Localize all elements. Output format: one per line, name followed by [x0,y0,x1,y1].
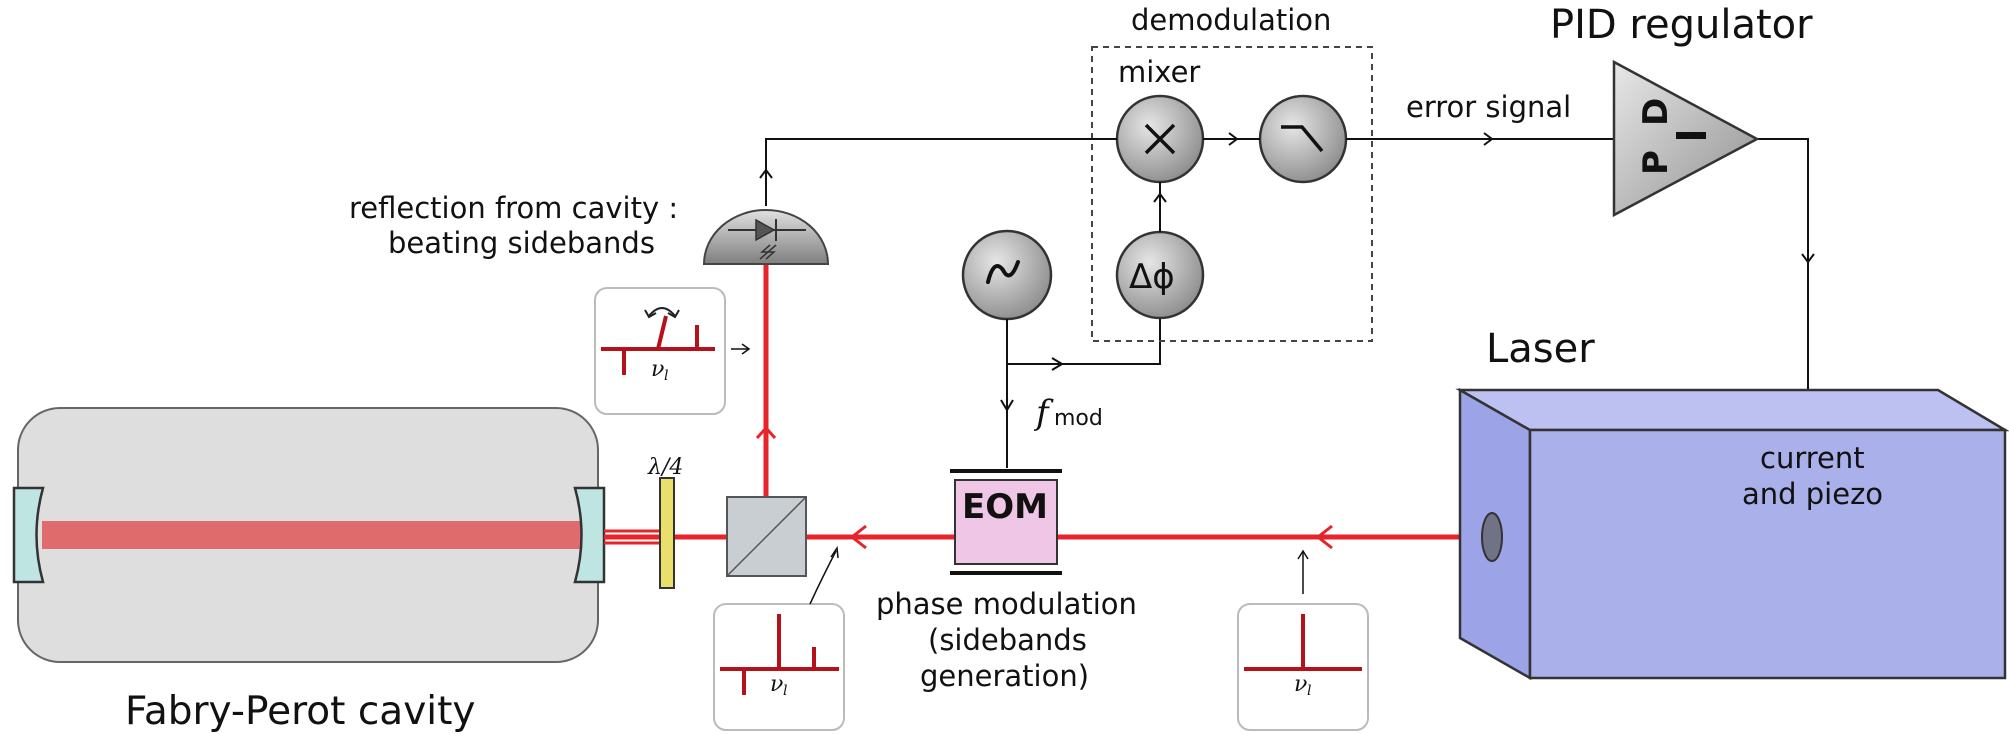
reflection-label-line2: beating sidebands [388,226,655,260]
spectrum-box-sidebands: ν l [713,603,845,731]
current-piezo-line1: current [1760,441,1865,475]
lowpass-filter-icon [1258,94,1348,184]
phase-shifter-label: Δϕ [1129,257,1175,297]
beam-arrow-up [755,425,777,440]
error-signal-label: error signal [1406,90,1571,124]
pid-regulator-label: PID regulator [1550,2,1813,48]
mixer-icon [1115,94,1205,184]
photodiode-icon [702,209,830,265]
phase-modulation-line3: generation) [920,659,1089,693]
phase-modulation-line1: phase modulation [876,587,1137,621]
spectrum-box-laser: ν l [1237,603,1369,731]
laser-aperture [1481,512,1503,562]
fmod-subscript: mod [1054,406,1103,431]
cavity-right-mirror [573,486,606,584]
pid-p-letter: P [1636,150,1676,175]
svg-text:ν: ν [770,672,783,697]
cavity-intracavity-beam [42,521,582,549]
waveplate-label: λ/4 [647,455,683,480]
cavity-label: Fabry-Perot cavity [125,689,476,734]
laser-box [1455,387,2009,681]
svg-text:l: l [1307,683,1311,699]
beam-arrow-2 [849,524,867,550]
laser-label: Laser [1486,326,1595,372]
svg-text:ν: ν [651,357,664,382]
demodulation-box [1091,46,1373,342]
quarter-wave-plate [659,477,675,589]
rf-wiring [1000,318,1161,468]
spectrum-box-reflection: ν l [594,287,726,415]
svg-text:l: l [664,368,668,384]
demodulation-label: demodulation [1131,3,1331,37]
oscillator-icon [961,229,1053,321]
cavity-left-mirror [12,486,45,584]
mixer-label: mixer [1118,55,1200,89]
fmod-symbol: f [1033,393,1054,433]
eom [950,469,1062,575]
pid-d-letter: D [1636,98,1676,126]
eom-label: EOM [962,487,1048,527]
fabry-perot-cavity [12,407,606,663]
svg-text:l: l [783,683,787,699]
reflection-label-line1: reflection from cavity : [349,191,678,225]
current-piezo-line2: and piezo [1742,477,1883,511]
pid-i-bar [1676,132,1706,139]
beam-splitter [726,496,807,577]
signal-wiring [759,132,1815,408]
svg-text:ν: ν [1294,672,1307,697]
phase-modulation-line2: (sidebands [928,623,1087,657]
beam-arrow-1 [1315,524,1333,550]
